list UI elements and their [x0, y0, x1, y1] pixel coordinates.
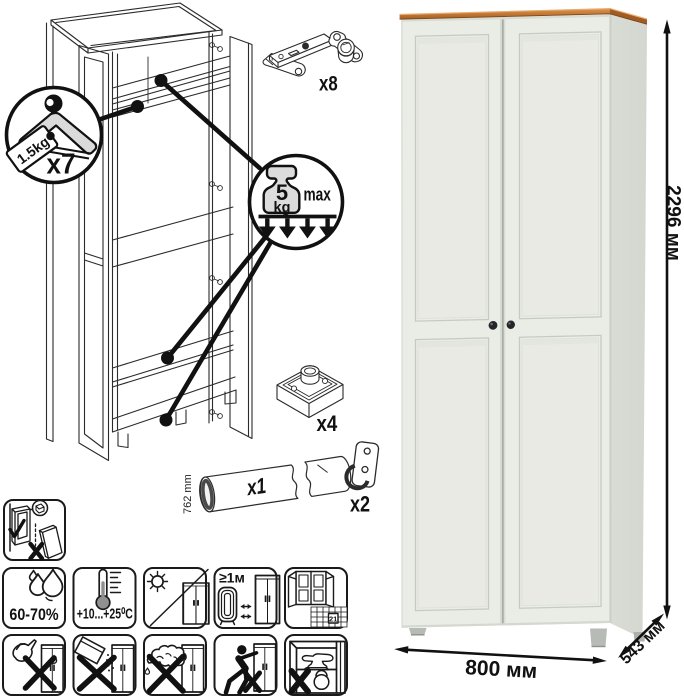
- svg-text:kg: kg: [274, 200, 291, 216]
- svg-text:21: 21: [329, 614, 337, 623]
- svg-text:60-70%: 60-70%: [9, 606, 58, 624]
- svg-text:5: 5: [276, 180, 288, 205]
- svg-text:x7: x7: [46, 147, 75, 180]
- svg-text:≥1м: ≥1м: [219, 570, 245, 586]
- svg-text:2296 мм: 2296 мм: [663, 185, 684, 261]
- svg-text:x8: x8: [319, 73, 338, 96]
- svg-text:+10...+25⁰C: +10...+25⁰C: [77, 605, 133, 622]
- svg-text:762 mm: 762 mm: [182, 474, 194, 514]
- svg-text:x1: x1: [244, 474, 267, 501]
- svg-text:800 мм: 800 мм: [465, 656, 538, 683]
- svg-text:x2: x2: [350, 493, 370, 517]
- svg-text:x4: x4: [317, 413, 338, 437]
- svg-text:max: max: [304, 184, 331, 204]
